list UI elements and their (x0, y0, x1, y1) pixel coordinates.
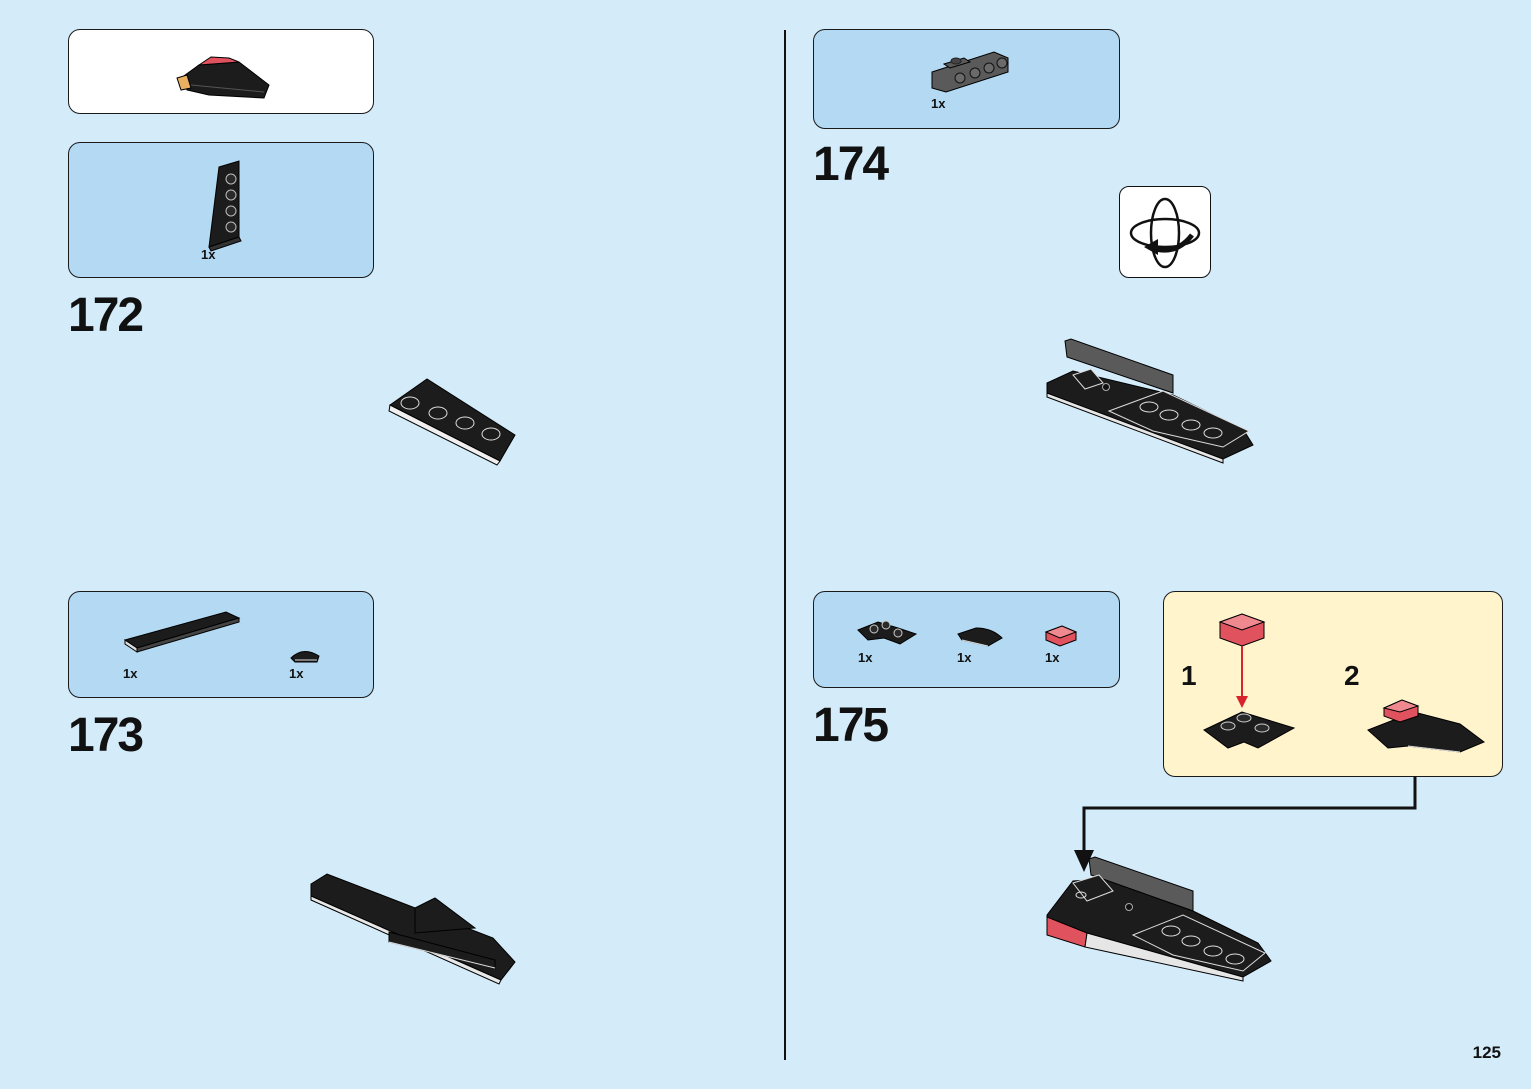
page-number: 125 (1472, 1043, 1501, 1062)
step-174-parts-callout: 1x (813, 29, 1120, 129)
trans-red-tile-part (1044, 625, 1078, 647)
substep-1-image (1203, 613, 1296, 749)
step-174-model-image (1046, 338, 1254, 464)
step-175-parts-callout: 1x 1x 1x (813, 591, 1120, 688)
part-quantity: 1x (123, 666, 138, 681)
black-wedge-plate-part (208, 160, 242, 252)
part-quantity: 1x (858, 650, 873, 665)
dark-grey-bracket-part (931, 51, 1009, 93)
step-number: 174 (813, 138, 889, 191)
part-quantity: 1x (201, 247, 216, 262)
black-curved-slope-part (290, 651, 320, 663)
step-172-parts-callout: 1x (68, 142, 374, 278)
part-quantity: 1x (1045, 650, 1060, 665)
step-175-model-image (1046, 856, 1272, 982)
subassembly-preview-box (68, 29, 374, 114)
substep-number: 2 (1344, 660, 1360, 691)
step-number: 175 (813, 699, 889, 752)
step-175-subassembly-callout: 1 2 (1163, 591, 1503, 777)
step-172-model-image (388, 378, 516, 466)
rotate-model-icon (1129, 197, 1201, 269)
step-173-model-image (310, 873, 516, 985)
black-corner-plate-part (857, 620, 918, 645)
step-number: 173 (68, 709, 144, 762)
step-173-parts-callout: 1x 1x (68, 591, 374, 698)
substep-number: 1 (1181, 660, 1197, 691)
rotate-model-box (1119, 186, 1211, 278)
part-quantity: 1x (289, 666, 304, 681)
black-curved-slope-part (957, 627, 1003, 647)
part-quantity: 1x (931, 96, 946, 111)
substep-2-image (1367, 699, 1485, 753)
step-number: 172 (68, 289, 144, 342)
black-long-plate-part (123, 611, 241, 653)
callout-connector-arrow (1074, 776, 1417, 872)
subassembly-preview-image (176, 56, 270, 99)
page-divider (784, 30, 786, 1060)
part-quantity: 1x (957, 650, 972, 665)
